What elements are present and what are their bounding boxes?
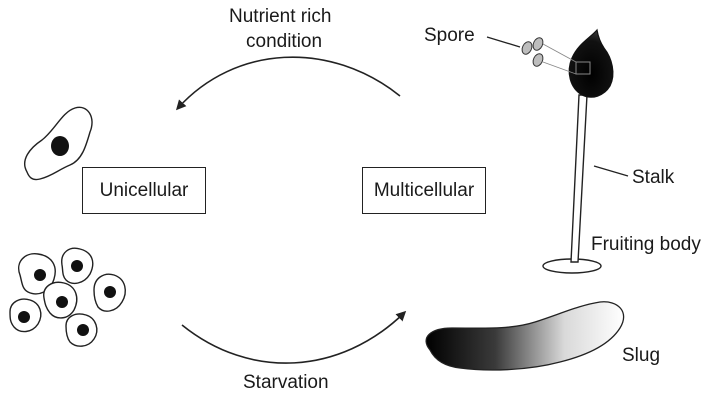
starvation-arrow [182, 313, 404, 363]
spores [520, 36, 545, 68]
stalk-pointer [594, 166, 628, 176]
unicellular-label: Unicellular [100, 179, 189, 203]
nucleus [51, 136, 69, 156]
nutrient-rich-label-line2: condition [246, 30, 322, 54]
starvation-label: Starvation [243, 371, 329, 395]
multicellular-label: Multicellular [374, 179, 474, 203]
slug-label: Slug [622, 344, 660, 368]
slug [426, 302, 624, 370]
nutrient-rich-arrow [178, 57, 400, 108]
spore-pointer [487, 37, 520, 47]
stalk [571, 95, 587, 262]
stalk-label: Stalk [632, 166, 674, 190]
nutrient-rich-label-line1: Nutrient rich [229, 5, 331, 29]
spore-label: Spore [424, 24, 475, 48]
unicellular-box: Unicellular [82, 167, 206, 214]
fruiting-body-label: Fruiting body [591, 233, 701, 257]
multicellular-box: Multicellular [362, 167, 486, 214]
